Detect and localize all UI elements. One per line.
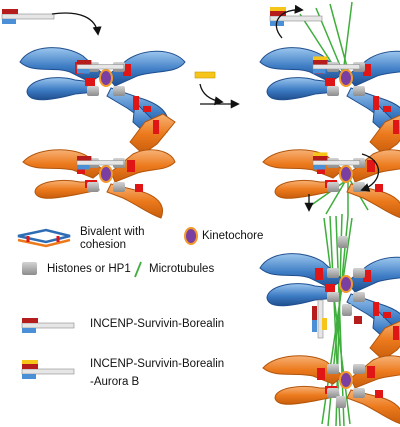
legend-bivalent-icon	[17, 228, 71, 248]
aurora-b-icon	[194, 71, 216, 79]
legend-cpc-icon	[21, 317, 75, 334]
legend-cpc-aurora-icon	[21, 359, 75, 380]
legend-bivalent-label: Bivalent with cohesion	[80, 226, 145, 251]
arrow-lower-tension	[360, 153, 379, 192]
bivalent-panel-1	[19, 46, 186, 220]
legend-histone-icon	[22, 262, 37, 275]
arrow-cpc-to-centromere	[51, 12, 102, 36]
legend-histones-label: Histones or HP1	[47, 263, 131, 275]
legend-microtubule-icon	[134, 261, 142, 278]
legend-cpc-aurora-label-line2: -Aurora B	[90, 376, 140, 388]
legend-kinetochore-label: Kinetochore	[202, 230, 264, 242]
arrow-upper-tension	[275, 4, 304, 39]
legend-microtubules-label: Microtubules	[149, 263, 215, 275]
cpc-free-top-left	[1, 8, 55, 25]
cpc-stretched-panel-3	[312, 236, 362, 408]
legend-kinetochore-icon	[184, 227, 198, 245]
legend-cpc-aurora-label-line1: INCENP-Survivin-Borealin	[90, 358, 225, 370]
arrow-aurora-binding	[199, 83, 224, 106]
legend-cpc-label: INCENP-Survivin-Borealin	[90, 318, 225, 330]
